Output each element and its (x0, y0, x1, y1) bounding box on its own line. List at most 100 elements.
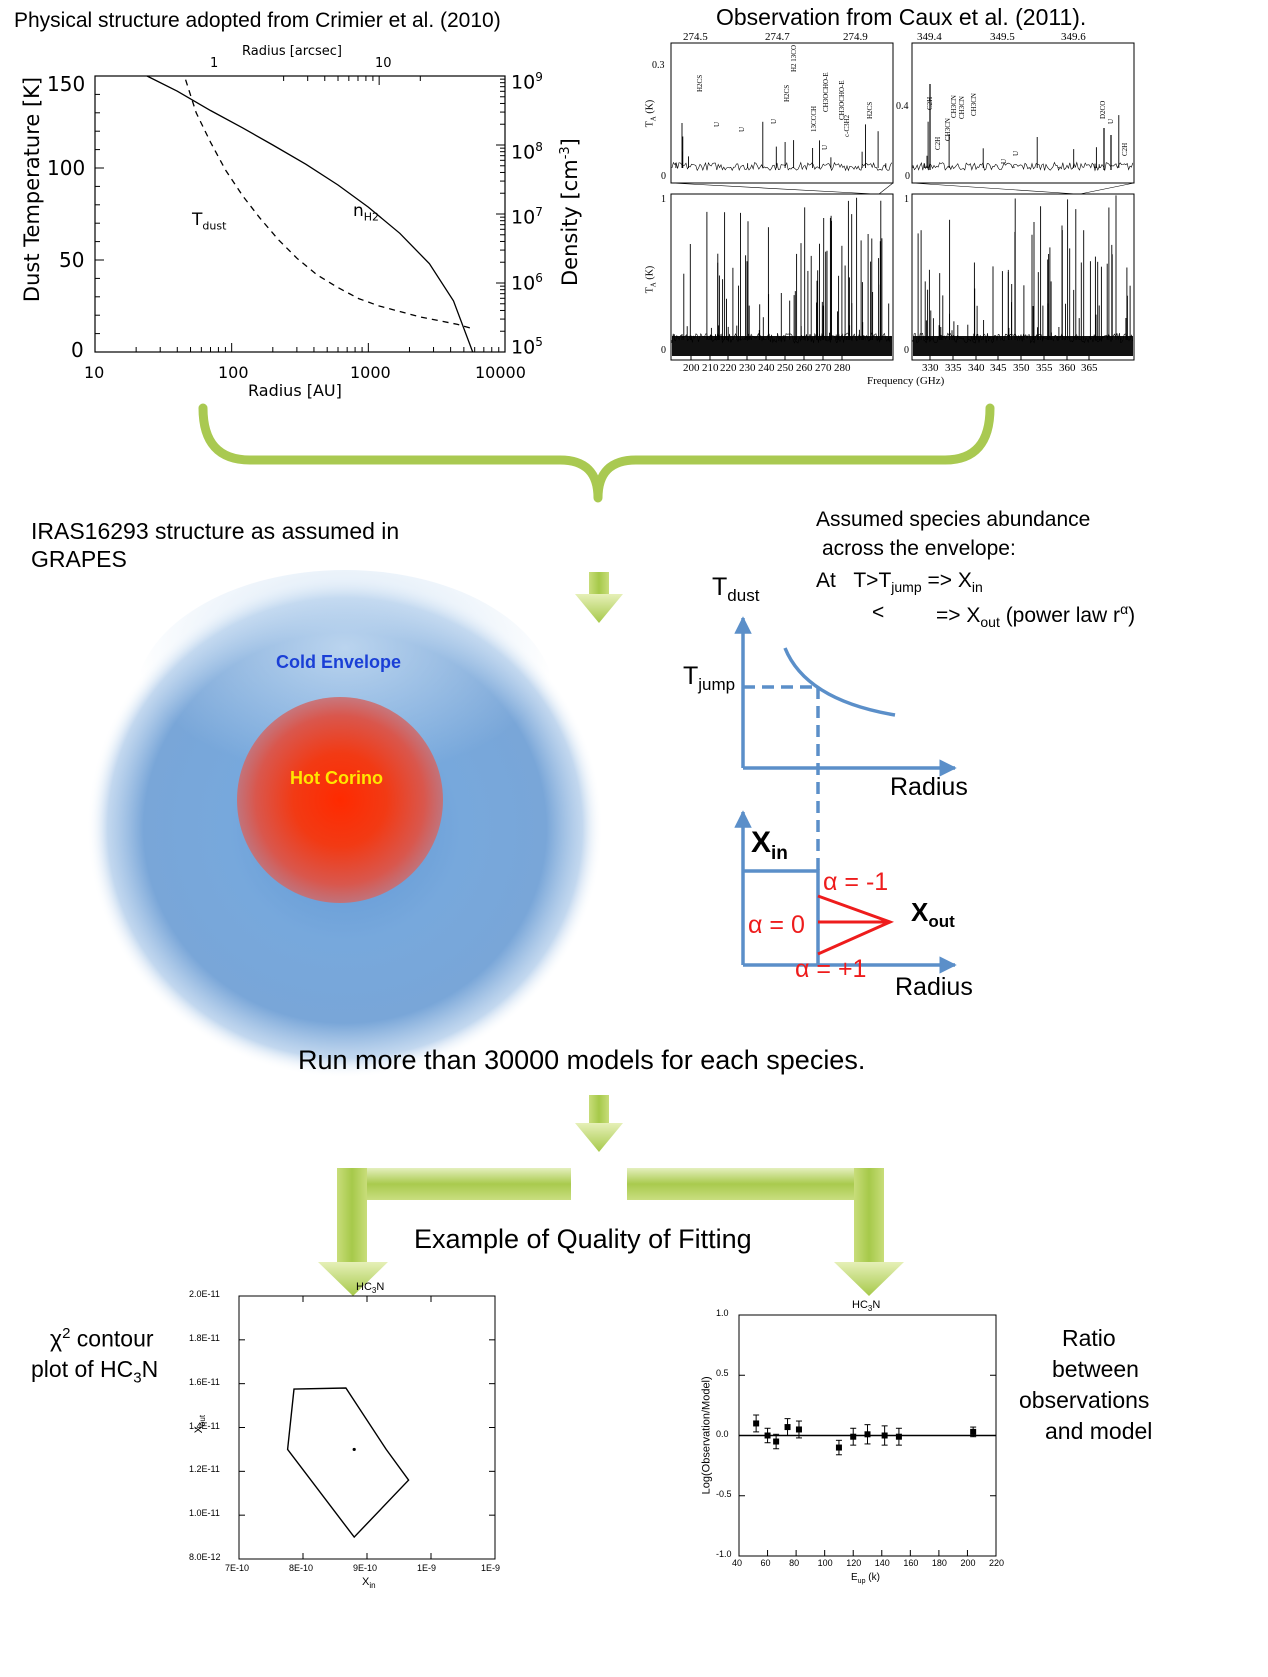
chart3-ticks (238, 1295, 496, 1560)
main-left-frame (670, 193, 894, 361)
zoom-right-ytick: 0.4 (896, 101, 909, 112)
xout-label: Xout (911, 897, 955, 932)
line-label: H2CS (866, 101, 874, 119)
spectrum-xtick: 250 (777, 362, 794, 374)
down-arrow-1 (575, 572, 623, 623)
line-label: C2H (1121, 142, 1129, 156)
line-label: U (821, 144, 829, 150)
chart3-ytick: 2.0E-11 (189, 1289, 220, 1299)
alpha-lines (817, 894, 895, 956)
xin-step (743, 869, 820, 965)
ratio-points (753, 1414, 977, 1456)
chart4-ylabel: Log(Observation/Model) (700, 1376, 713, 1495)
line-label: U (713, 121, 721, 127)
main-right-spectrum (912, 332, 1133, 344)
chart4-xtick: 100 (817, 1558, 833, 1568)
chart4-title: HC3N (852, 1299, 881, 1314)
observation-title: Observation from Caux et al. (2011). (716, 4, 1087, 30)
spectrum-ylabel-main: TA (K) (644, 265, 658, 294)
chart3-ytick: 1.8E-11 (189, 1332, 220, 1343)
run-caption: Run more than 30000 models for each spec… (298, 1045, 866, 1075)
quality-caption: Example of Quality of Fitting (414, 1224, 752, 1254)
line-label: CH3CN (950, 95, 958, 118)
noise-band (913, 336, 1133, 356)
branch-arrow-right (627, 1168, 904, 1296)
physical-title: Physical structure adopted from Crimier … (14, 9, 501, 32)
data-point (784, 1424, 791, 1431)
chart4-xtick: 140 (874, 1558, 890, 1568)
spectrum-xtick: 260 (796, 362, 813, 374)
spectrum-xtick: 350 (1013, 362, 1030, 374)
nh2-curve (146, 75, 474, 353)
chart4-xtick: 80 (789, 1558, 800, 1568)
chart1-right-ytick: 109 (511, 70, 543, 94)
spectrum-xtick: 240 (758, 362, 775, 374)
ratio-caption-2: between (1052, 1356, 1139, 1382)
data-point (850, 1433, 857, 1440)
alpha-plus-one: α = +1 (795, 955, 867, 983)
nh2-series-label: nH2 (353, 201, 380, 224)
zoom-right-frame (911, 42, 1135, 184)
chi2-caption-1: χ2 contour (50, 1325, 154, 1352)
chart1-right-ylabel: Density [cm-3] (557, 138, 582, 287)
chart3-ytick: 8.0E-12 (189, 1552, 221, 1562)
chi2-caption-2: plot of HC3N (31, 1356, 159, 1387)
main-ytick: 0 (661, 345, 666, 356)
line-label: C2H (926, 96, 934, 110)
spectrum-xtick: 230 (739, 362, 756, 374)
zoom-right-tick: 349.5 (990, 31, 1015, 43)
chart4-ytick: 1.0 (716, 1308, 729, 1318)
line-label: H2 13CO (790, 44, 798, 72)
spectrum-xtick: 340 (968, 362, 985, 374)
chart3-xtick: 1E-9 (481, 1563, 501, 1573)
line-label: D2CO (1099, 100, 1107, 119)
source-model (87, 570, 603, 1078)
physical-structure-chart (94, 75, 506, 353)
line-label: U (1012, 150, 1020, 156)
alpha-zero: α = 0 (748, 911, 805, 939)
chart1-xlabel: Radius [AU] (248, 381, 342, 400)
line-label: H2CS (696, 74, 704, 92)
best-fit-point (352, 1447, 356, 1452)
chart1-frame (94, 75, 506, 353)
zoom-connector (911, 182, 1078, 195)
spectrum-xtick: 345 (990, 362, 1007, 374)
zoom-connector (1079, 182, 1135, 195)
branch-arrow-left (318, 1168, 571, 1296)
line-label: U (738, 126, 746, 132)
spectrum-ylabel-zoom: TA (K) (644, 99, 658, 128)
chart1-top-tick: 10 (375, 56, 392, 71)
ratio-caption-1: Ratio (1062, 1325, 1116, 1351)
line-label: U (1107, 118, 1115, 124)
main-right-frame (911, 193, 1135, 361)
chart1-right-ytick: 108 (511, 140, 543, 164)
spectrum-xtick: 330 (922, 362, 939, 374)
chart3-xtick: 9E-10 (353, 1563, 378, 1573)
chart3-frame (238, 1295, 496, 1560)
chart3-ytick: 1.2E-11 (189, 1464, 220, 1475)
chart1-xtick: 10000 (475, 363, 526, 382)
tdust-axis-label: Tdust (712, 573, 760, 605)
line-label: C2H (934, 136, 942, 150)
chart4-xlabel: Eup (k) (851, 1572, 880, 1585)
zoom-right-ytick: 0 (905, 171, 910, 182)
data-point (970, 1428, 977, 1435)
zoom-right-tick: 349.4 (917, 31, 942, 43)
chart4-xtick: 200 (960, 1558, 976, 1568)
line-label: CH3CN (958, 96, 966, 119)
chart4-ytick: -1.0 (716, 1549, 732, 1559)
ratio-chart (738, 1314, 997, 1557)
abundance-caption-2: across the envelope: (822, 537, 1016, 560)
line-label: CH3CN (944, 118, 952, 141)
spectrum-xtick: 355 (1036, 362, 1053, 374)
tdust-curve (184, 79, 471, 329)
chart1-right-ytick: 107 (511, 205, 543, 229)
zoom-right-spectrum (912, 161, 1134, 172)
chart3-ytick: 1.0E-11 (189, 1508, 220, 1519)
alpha-minus-one: α = -1 (823, 868, 889, 896)
spectrum-xtick: 335 (945, 362, 962, 374)
line-label: CH3CN (970, 93, 978, 116)
spectrum-xtick: 220 (720, 362, 737, 374)
